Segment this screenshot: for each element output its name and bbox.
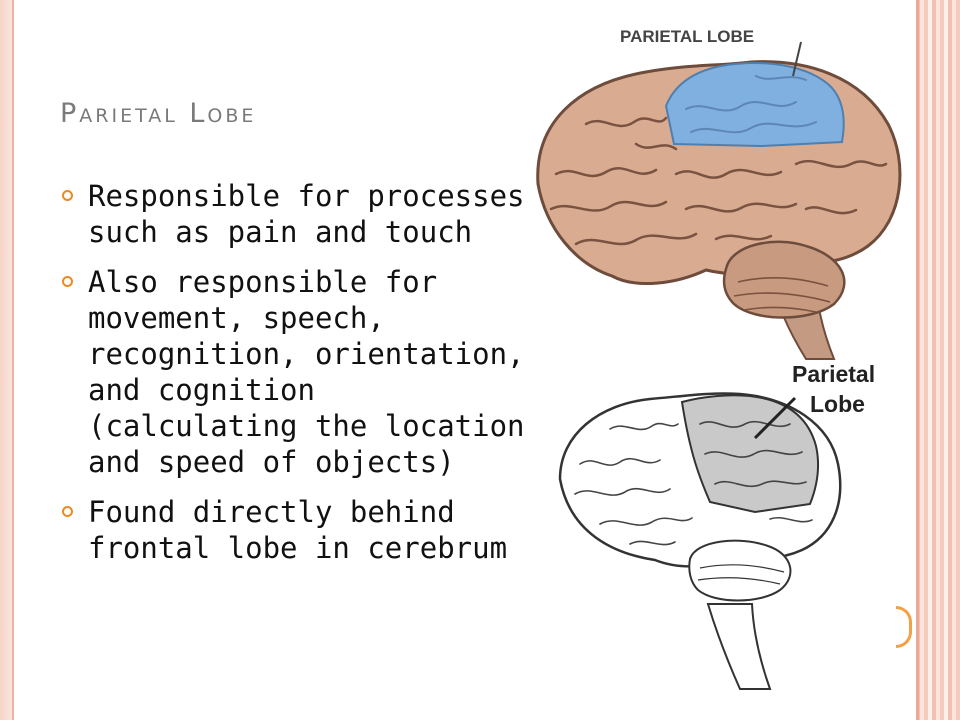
slide-title: Parietal Lobe [60, 98, 257, 129]
bullet-item: Also responsible for movement, speech, r… [60, 264, 530, 480]
bullet-circle-icon [62, 190, 73, 201]
bullet-list: Responsible for processes such as pain a… [60, 178, 530, 580]
parietal-lobe-label-line1: Parietal [792, 361, 875, 387]
brain-diagram-illustration: Parietal Lobe [558, 361, 875, 690]
bullet-circle-icon [62, 276, 73, 287]
slide-frame-right [916, 0, 960, 720]
bullet-item: Responsible for processes such as pain a… [60, 178, 530, 250]
bullet-text: Also responsible for movement, speech, r… [88, 265, 525, 479]
parietal-lobe-label-top: PARIETAL LOBE [620, 27, 754, 46]
bullet-text: Responsible for processes such as pain a… [88, 179, 525, 249]
parietal-lobe-label-line2: Lobe [810, 391, 865, 417]
bullet-circle-icon [62, 506, 73, 517]
bullet-text: Found directly behind frontal lobe in ce… [88, 495, 508, 565]
bullet-item: Found directly behind frontal lobe in ce… [60, 494, 530, 566]
slide-frame-left [0, 0, 14, 720]
brain-photo-illustration: PARIETAL LOBE [536, 27, 902, 360]
